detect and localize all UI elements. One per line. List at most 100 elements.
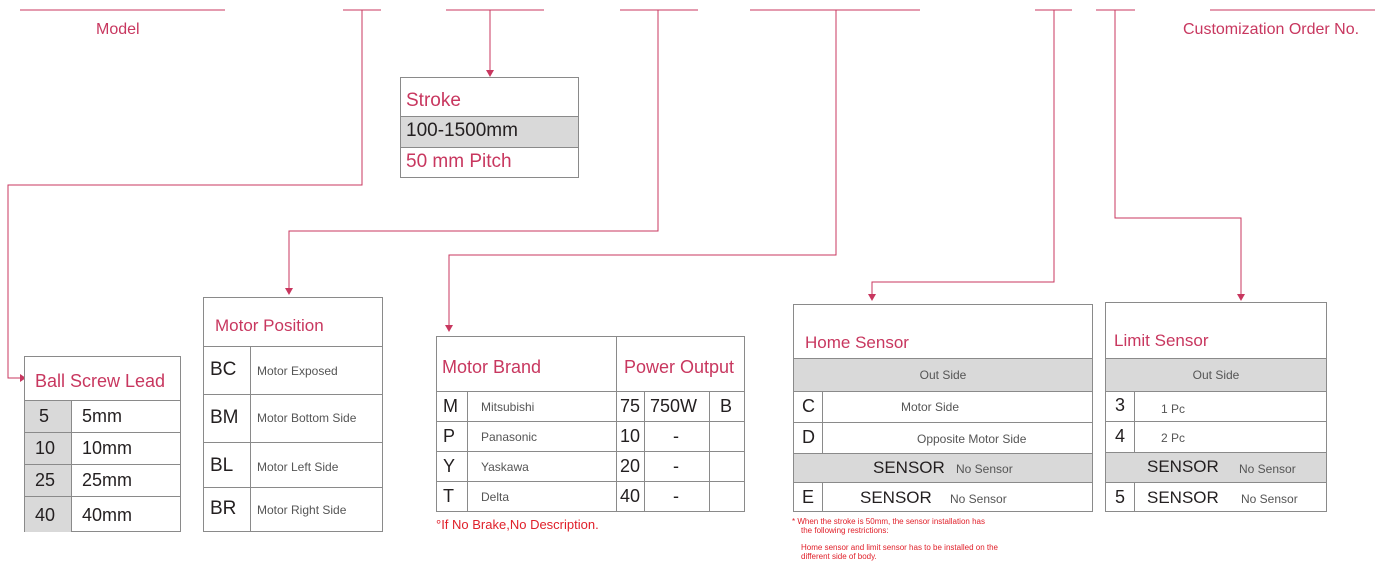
home-desc: Opposite Motor Side [917, 432, 1027, 446]
ball-screw-value: 5mm [82, 406, 122, 426]
stroke-range: 100-1500mm [406, 120, 518, 141]
ball-screw-code: 10 [35, 438, 56, 458]
home-no-sensor-row: SENSOR No Sensor [794, 453, 1092, 482]
power-code: 10 [620, 426, 641, 446]
limit-no-sensor-row: SENSOR No Sensor [1106, 452, 1326, 482]
motor-position-title: Motor Position [215, 316, 324, 335]
ball-screw-row: 40 40mm [25, 496, 180, 532]
stroke-pitch-row: 50 mm Pitch [401, 147, 578, 178]
motor-position-desc: Motor Exposed [257, 364, 338, 378]
limit-sensor-5-row: 5 SENSOR No Sensor [1106, 482, 1326, 512]
limit-sensor-title: Limit Sensor [1114, 331, 1209, 350]
motor-brand-row: Y Yaskawa 20 - [437, 451, 744, 481]
home-sensor-row: D Opposite Motor Side [794, 422, 1092, 453]
limit-5-no-sensor: No Sensor [1241, 492, 1298, 506]
ball-screw-value: 25mm [82, 470, 133, 490]
home-sensor-title: Home Sensor [805, 333, 909, 352]
brand-name: Mitsubishi [481, 400, 535, 414]
limit-sensor-box: Limit Sensor Out Side 3 1 Pc 4 2 Pc SENS… [1105, 302, 1327, 512]
ball-screw-row: 5 5mm [25, 400, 180, 432]
stroke-pitch: 50 mm Pitch [406, 151, 512, 172]
home-no-sensor: No Sensor [956, 462, 1013, 476]
power-value: - [673, 456, 679, 476]
home-sensor-label: SENSOR [873, 458, 945, 477]
footnote-line-3: Home sensor and limit sensor has to be i… [801, 543, 998, 552]
ball-screw-row: 25 25mm [25, 464, 180, 496]
power-code: 20 [620, 456, 641, 476]
power-code: 75 [620, 396, 641, 416]
motor-position-row: BM Motor Bottom Side [204, 394, 382, 442]
motor-brand-row: T Delta 40 - [437, 481, 744, 512]
limit-desc: 1 Pc [1161, 402, 1186, 416]
limit-5-sensor-label: SENSOR [1147, 488, 1219, 507]
limit-sensor-label: SENSOR [1147, 457, 1219, 476]
limit-sensor-row: 3 1 Pc [1106, 391, 1326, 421]
brand-code: M [443, 396, 458, 416]
motor-brand-title: Motor Brand [442, 357, 542, 377]
brand-name: Delta [481, 490, 510, 504]
ball-screw-code: 40 [35, 505, 56, 525]
stroke-title: Stroke [406, 90, 461, 111]
ball-screw-row: 10 10mm [25, 432, 180, 464]
motor-position-box: Motor Position BC Motor Exposed BM Motor… [203, 297, 383, 532]
ball-screw-lead-box: Ball Screw Lead 5 5mm 10 10mm 25 25mm 40… [24, 356, 181, 532]
brand-name: Panasonic [481, 430, 538, 444]
motor-position-desc: Motor Right Side [257, 503, 347, 517]
footnote-line-1: * When the stroke is 50mm, the sensor in… [792, 517, 985, 526]
motor-position-desc: Motor Left Side [257, 460, 339, 474]
stroke-box: Stroke 100-1500mm 50 mm Pitch [400, 77, 579, 178]
brand-code: Y [443, 456, 456, 476]
home-code: D [802, 427, 815, 447]
power-value: 750W [650, 396, 698, 416]
motor-position-code: BM [210, 407, 239, 428]
power-output-title: Power Output [624, 357, 735, 377]
home-out-side-row: Out Side [794, 358, 1092, 391]
motor-position-code: BR [210, 498, 237, 519]
ball-screw-code: 25 [35, 470, 56, 490]
motor-position-desc: Motor Bottom Side [257, 411, 357, 425]
model-label: Model [96, 21, 140, 38]
limit-desc: 2 Pc [1161, 431, 1186, 445]
motor-position-row: BR Motor Right Side [204, 487, 382, 532]
home-desc: Motor Side [901, 400, 960, 414]
motor-brand-box: Motor Brand Power Output M Mitsubishi 75… [436, 336, 745, 512]
limit-5-code: 5 [1115, 487, 1126, 507]
motor-position-code: BC [210, 359, 237, 380]
customization-order-label: Customization Order No. [1183, 21, 1360, 38]
brand-name: Yaskawa [481, 460, 529, 474]
ball-screw-code: 5 [39, 406, 50, 426]
motor-position-code: BL [210, 455, 234, 476]
home-sensor-row: C Motor Side [794, 391, 1092, 422]
limit-no-sensor: No Sensor [1239, 462, 1296, 476]
limit-code: 4 [1115, 426, 1126, 446]
limit-out-side: Out Side [1192, 368, 1240, 382]
ball-screw-lead-title: Ball Screw Lead [35, 371, 166, 391]
no-brake-note: °If No Brake,No Description. [436, 517, 599, 532]
limit-sensor-row: 4 2 Pc [1106, 421, 1326, 452]
brand-code: P [443, 426, 456, 446]
limit-out-side-row: Out Side [1106, 358, 1326, 391]
footnote-line-4: different side of body. [801, 552, 877, 561]
footnote-line-2: the following restrictions: [801, 526, 889, 535]
motor-brand-row: M Mitsubishi 75 750W B [437, 391, 744, 421]
home-sensor-box: Home Sensor Out Side C Motor Side D Oppo… [793, 304, 1093, 512]
stroke-range-row: 100-1500mm [401, 116, 578, 147]
motor-brand-row: P Panasonic 10 - [437, 421, 744, 451]
brake-code: B [720, 396, 733, 416]
ball-screw-value: 40mm [82, 505, 133, 525]
brand-code: T [443, 486, 454, 506]
home-e-no-sensor: No Sensor [950, 492, 1007, 506]
motor-position-row: BL Motor Left Side [204, 442, 382, 487]
power-value: - [673, 486, 679, 506]
home-sensor-e-row: E SENSOR No Sensor [794, 482, 1092, 512]
power-code: 40 [620, 486, 641, 506]
motor-position-row: BC Motor Exposed [204, 346, 382, 394]
home-e-code: E [802, 487, 815, 507]
home-e-sensor-label: SENSOR [860, 488, 932, 507]
ball-screw-value: 10mm [82, 438, 133, 458]
power-value: - [673, 426, 679, 446]
home-out-side: Out Side [919, 368, 967, 382]
home-code: C [802, 396, 815, 416]
limit-code: 3 [1115, 395, 1126, 415]
